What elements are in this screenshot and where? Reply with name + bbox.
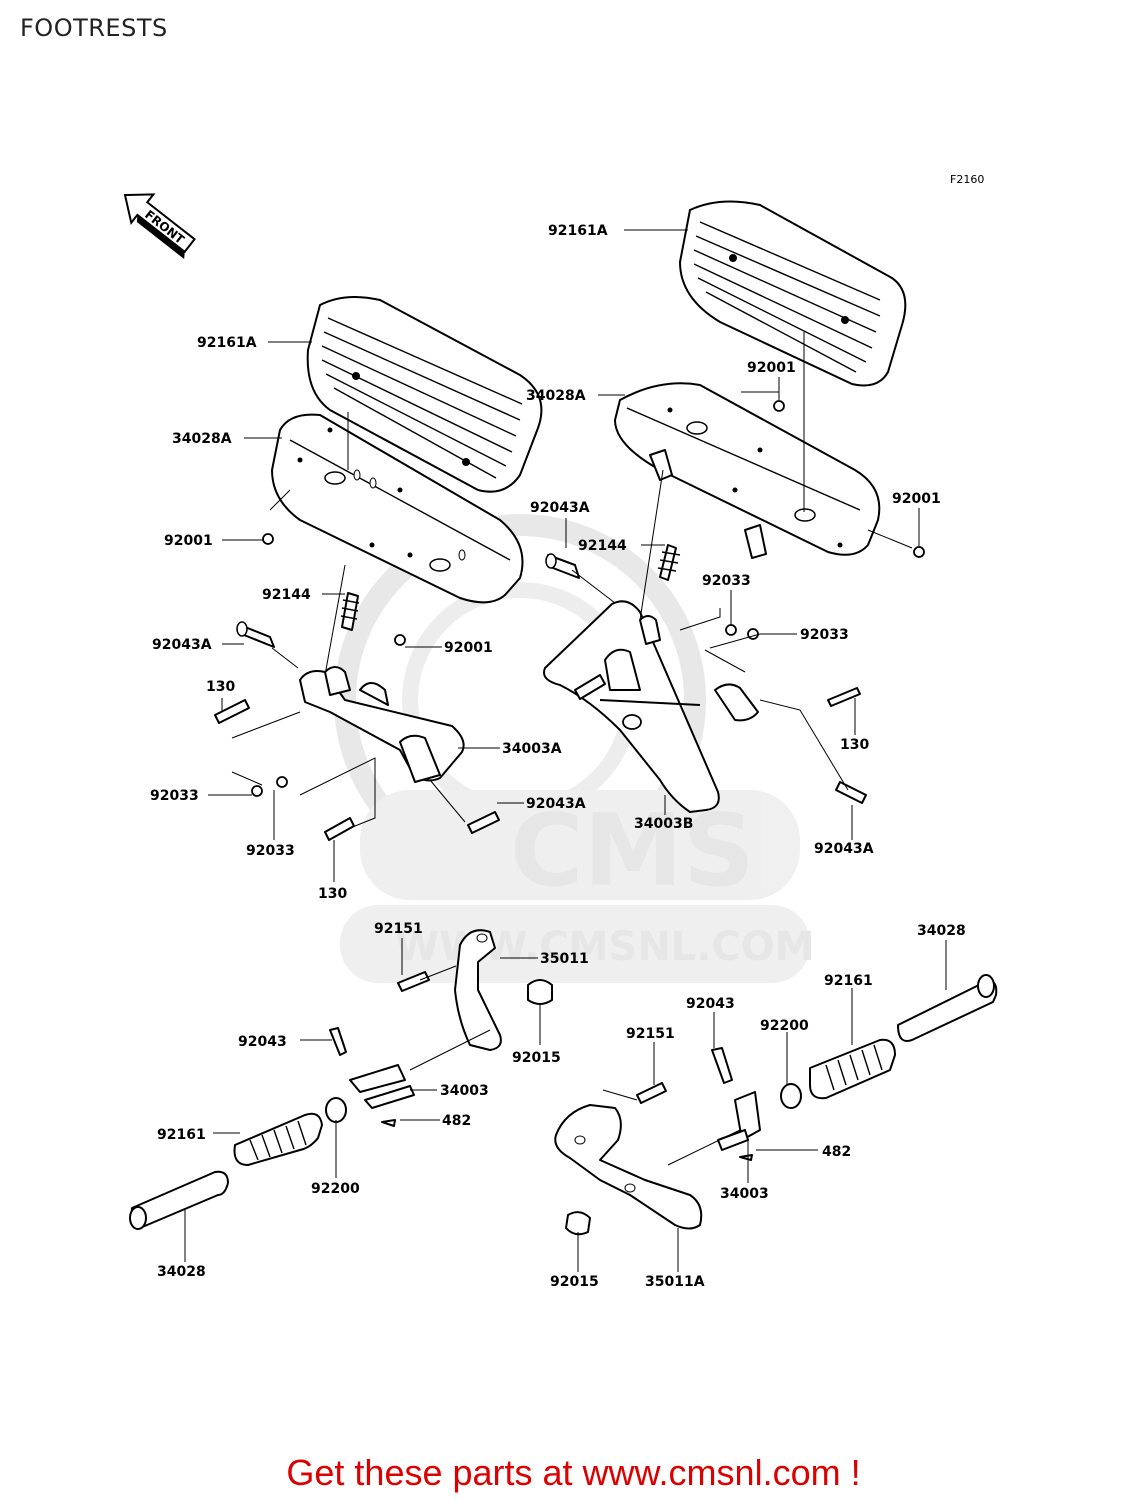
label-92001-left: 92001 xyxy=(164,533,213,549)
label-35011: 35011 xyxy=(540,951,589,967)
label-92161A-right: 92161A xyxy=(548,223,608,239)
label-92033-left-b: 92033 xyxy=(246,843,295,859)
label-34028A-left: 34028A xyxy=(172,431,232,447)
upper-peg-bracket-35011 xyxy=(397,929,553,1051)
label-92151-bottom: 92151 xyxy=(626,1026,675,1042)
label-92144-left: 92144 xyxy=(262,587,311,603)
label-482-left: 482 xyxy=(442,1113,471,1129)
label-34028-right: 34028 xyxy=(917,923,966,939)
right-peg-assembly xyxy=(711,974,998,1161)
label-34028-left: 34028 xyxy=(157,1264,206,1280)
label-92043A-mid: 92043A xyxy=(526,796,586,812)
label-34028A-right: 34028A xyxy=(526,388,586,404)
footer-link[interactable]: Get these parts at www.cmsnl.com ! xyxy=(286,1452,861,1493)
figure-code: F2160 xyxy=(950,173,984,186)
label-130-right: 130 xyxy=(840,737,869,753)
label-92200-right: 92200 xyxy=(760,1018,809,1034)
label-92043-left: 92043 xyxy=(238,1034,287,1050)
label-92161-left: 92161 xyxy=(157,1127,206,1143)
page-title: FOOTRESTS xyxy=(20,14,168,42)
left-floorboard-mat xyxy=(306,295,543,493)
left-floorboard-base xyxy=(271,413,524,604)
label-92043A-right: 92043A xyxy=(814,841,874,857)
label-92043A-left: 92043A xyxy=(152,637,212,653)
label-482-right: 482 xyxy=(822,1144,851,1160)
label-34003-right: 34003 xyxy=(720,1186,769,1202)
label-34003-left: 34003 xyxy=(440,1083,489,1099)
label-130-left-bottom: 130 xyxy=(318,886,347,902)
label-92033-right-b: 92033 xyxy=(800,627,849,643)
footrests-exploded-diagram: CMS WWW.CMSNL.COM F2160 FRONT xyxy=(123,173,998,1290)
right-bracket-34003B xyxy=(543,600,759,813)
leader-lines xyxy=(184,229,947,1272)
left-hardware xyxy=(214,533,500,841)
label-34003B: 34003B xyxy=(634,816,693,832)
label-130-left-top: 130 xyxy=(206,679,235,695)
label-92001-top: 92001 xyxy=(747,360,796,376)
left-bracket-34003A xyxy=(299,666,465,783)
label-92144-right: 92144 xyxy=(578,538,627,554)
watermark-logo: CMS xyxy=(510,792,755,909)
label-92200-left: 92200 xyxy=(311,1181,360,1197)
label-92015-top: 92015 xyxy=(512,1050,561,1066)
label-92043A-center: 92043A xyxy=(530,500,590,516)
label-35011A: 35011A xyxy=(645,1274,705,1290)
label-34003A: 34003A xyxy=(502,741,562,757)
part-labels: 92161A 92161A 92001 34028A 34028A 92001 … xyxy=(150,223,966,1290)
label-92161A-left: 92161A xyxy=(197,335,257,351)
label-92015-bottom: 92015 xyxy=(550,1274,599,1290)
label-92001-mid: 92001 xyxy=(444,640,493,656)
label-92043-right: 92043 xyxy=(686,996,735,1012)
front-arrow-icon: FRONT xyxy=(123,193,196,259)
left-peg-assembly xyxy=(129,1027,415,1230)
label-92033-right-a: 92033 xyxy=(702,573,751,589)
right-floorboard-base xyxy=(614,382,881,559)
label-92033-left-a: 92033 xyxy=(150,788,199,804)
lower-peg-bracket-35011A xyxy=(554,1082,703,1236)
label-92001-right: 92001 xyxy=(892,491,941,507)
right-floorboard-mat xyxy=(679,200,907,387)
label-92151-top: 92151 xyxy=(374,921,423,937)
label-92161-right: 92161 xyxy=(824,973,873,989)
